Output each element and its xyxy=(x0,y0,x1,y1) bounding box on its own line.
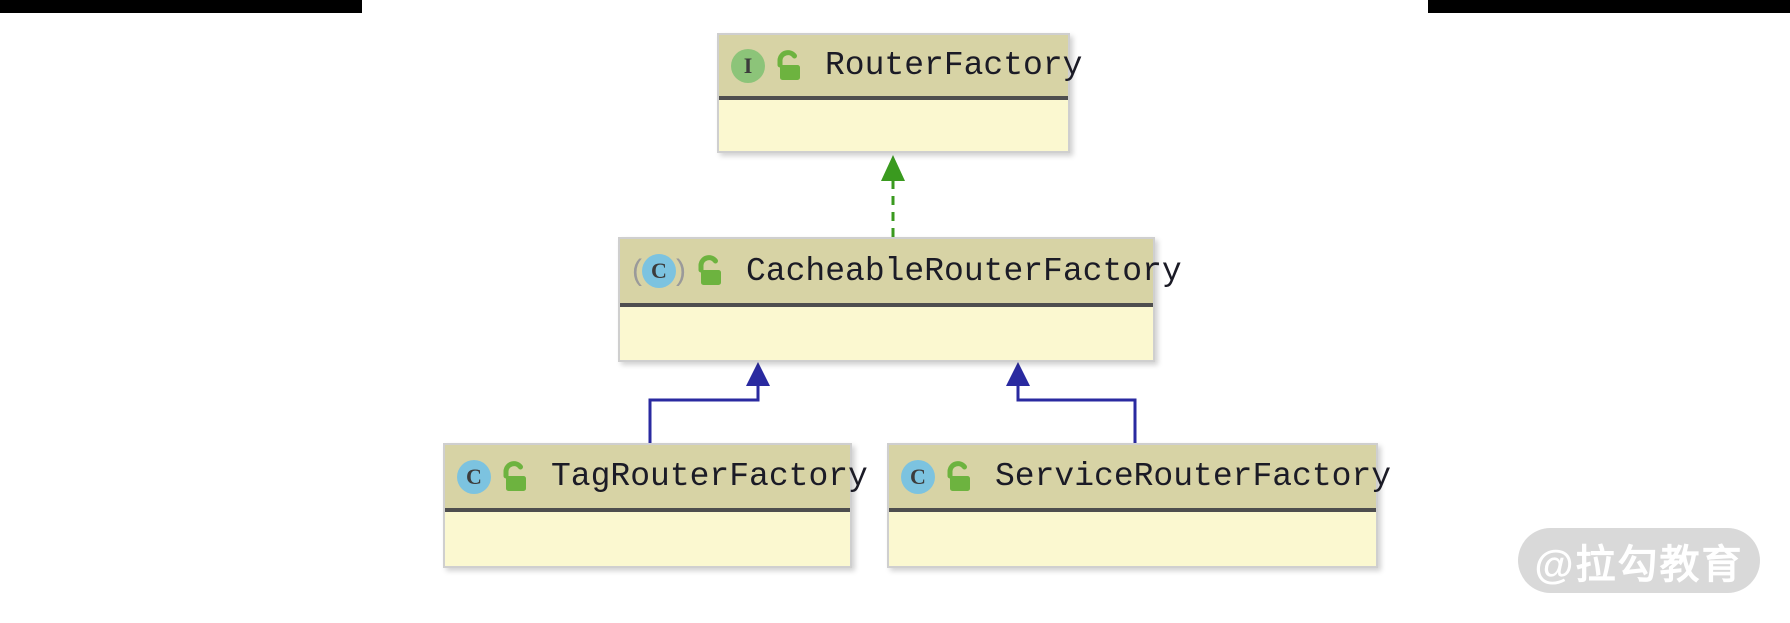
extends-edge xyxy=(648,386,760,443)
class-icon: C xyxy=(642,254,676,288)
node-icon-cluster: C xyxy=(901,459,973,494)
abstract-class-icon: (C) xyxy=(632,254,686,288)
class-node-header: I RouterFactory xyxy=(719,35,1082,100)
class-node-header: C TagRouterFactory xyxy=(445,445,868,512)
class-name-label: TagRouterFactory xyxy=(551,458,868,495)
open-lock-icon xyxy=(947,460,970,491)
class-icon: C xyxy=(457,459,491,494)
node-icon-cluster: C xyxy=(457,459,529,494)
class-name-label: CacheableRouterFactory xyxy=(746,252,1182,290)
open-lock-icon xyxy=(777,49,800,80)
class-icon: C xyxy=(901,459,935,494)
interface-icon: I xyxy=(731,48,765,83)
class-node-ServiceRouterFactory[interactable]: C ServiceRouterFactory xyxy=(887,443,1391,568)
implements-arrowhead-icon xyxy=(881,155,905,181)
letterbox-bar xyxy=(0,0,362,13)
extends-edge xyxy=(1016,386,1137,443)
class-node-header: C ServiceRouterFactory xyxy=(889,445,1391,512)
class-name-label: RouterFactory xyxy=(825,47,1083,84)
paren-left: ( xyxy=(632,254,642,287)
open-lock-icon xyxy=(503,460,526,491)
node-icon-cluster: (C) xyxy=(632,254,724,288)
open-lock-icon xyxy=(698,255,721,285)
watermark-badge: @拉勾教育 xyxy=(1518,528,1760,593)
class-node-CacheableRouterFactory[interactable]: (C) CacheableRouterFactory xyxy=(618,237,1182,362)
class-node-TagRouterFactory[interactable]: C TagRouterFactory xyxy=(443,443,868,568)
extends-arrowhead-icon xyxy=(1006,362,1030,386)
class-node-header: (C) CacheableRouterFactory xyxy=(620,239,1182,307)
letterbox-bar xyxy=(1428,0,1790,13)
watermark-text: @拉勾教育 xyxy=(1534,542,1744,587)
paren-right: ) xyxy=(676,254,686,287)
class-name-label: ServiceRouterFactory xyxy=(995,458,1392,495)
node-icon-cluster: I xyxy=(731,48,803,83)
extends-arrowhead-icon xyxy=(746,362,770,386)
class-node-RouterFactory[interactable]: I RouterFactory xyxy=(717,33,1082,153)
